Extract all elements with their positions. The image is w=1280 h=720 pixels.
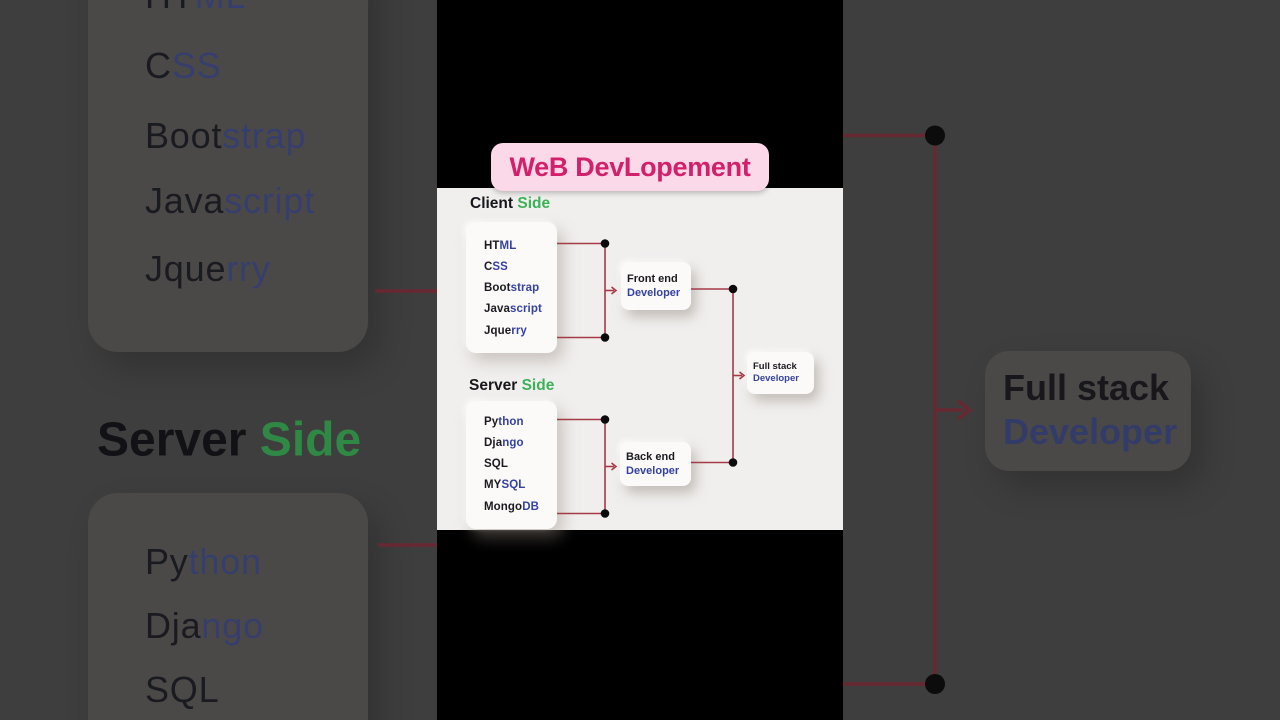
- bg-right-strip: Full stack Developer: [843, 0, 1280, 720]
- back-end-developer-node: Back end Developer: [620, 442, 691, 486]
- full-stack-developer-node: Full stack Developer: [747, 352, 814, 394]
- bg-client-card: [88, 0, 368, 352]
- server-side-heading: Server Side: [469, 377, 555, 394]
- bg-tech-item: Django: [145, 605, 264, 646]
- bg-fullstack-card: [985, 351, 1191, 471]
- page-title: WeB DevLopement: [509, 151, 751, 182]
- bg-tech-item: Jquerry: [145, 248, 271, 289]
- title-banner: WeB DevLopement: [491, 143, 769, 191]
- bg-tech-item: CSS: [145, 45, 222, 86]
- client-side-heading: Client Side: [470, 195, 551, 212]
- bg-fullstack-sublabel: Developer: [1003, 411, 1178, 452]
- bg-server-side-heading: Server Side: [97, 413, 362, 467]
- bg-tech-item: Bootstrap: [145, 115, 307, 156]
- bg-tech-item: Javascript: [145, 180, 316, 221]
- bg-tech-item: Python: [145, 541, 262, 582]
- bg-fullstack-label: Full stack: [1003, 367, 1170, 408]
- bg-server-card: [88, 493, 368, 720]
- bg-tech-item: SQL: [145, 669, 220, 710]
- tech-item: SQL: [484, 458, 508, 471]
- front-end-developer-node: Front end Developer: [621, 262, 691, 310]
